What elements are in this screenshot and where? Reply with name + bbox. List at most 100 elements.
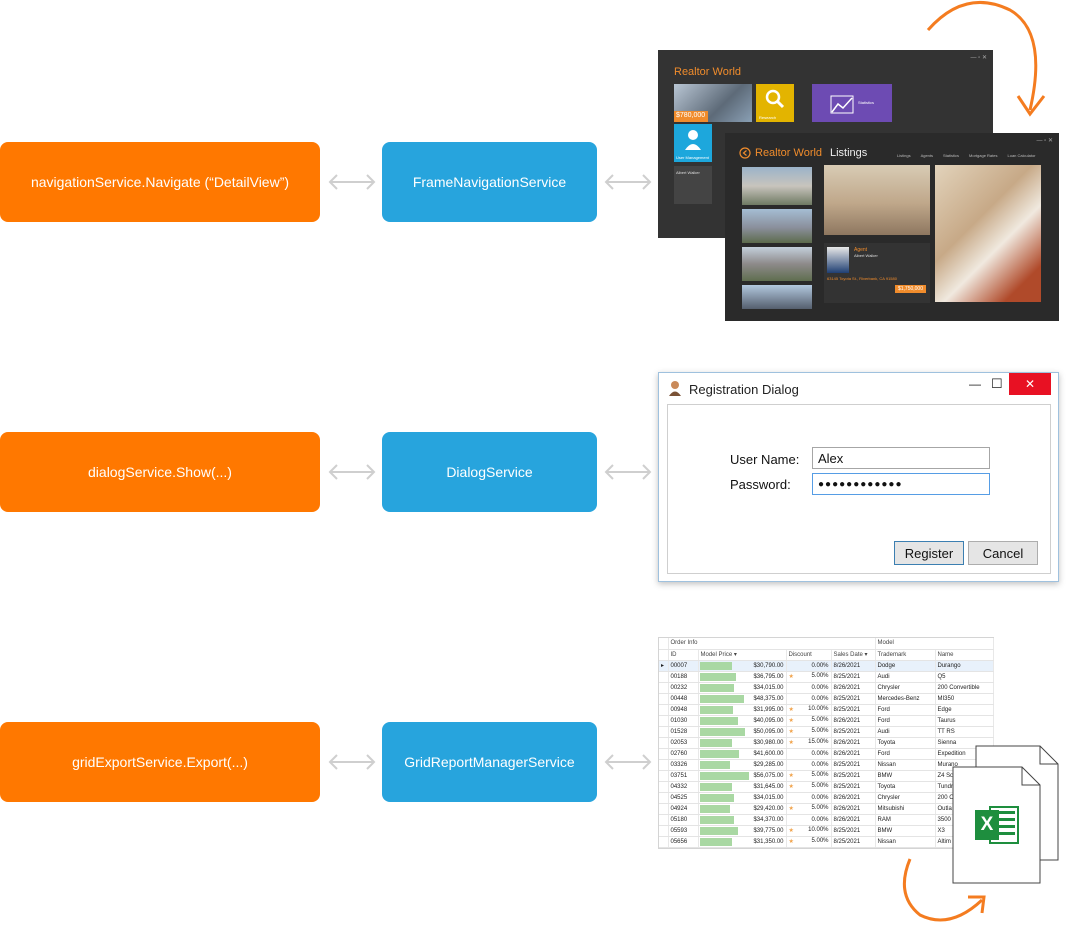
row-indicator: ▸ bbox=[659, 660, 669, 672]
star-icon: ★ bbox=[788, 674, 794, 680]
house-thumb[interactable] bbox=[742, 167, 812, 205]
nav-listings[interactable]: Listings bbox=[897, 153, 911, 158]
cell-discount: ★5.00% bbox=[786, 836, 832, 848]
cell-discount: 0.00% bbox=[786, 792, 832, 804]
cell-discount: 0.00% bbox=[786, 693, 832, 705]
column-header-trademark[interactable]: Trademark bbox=[875, 649, 936, 661]
row-indicator bbox=[659, 671, 669, 683]
grid-report-manager-service-box: GridReportManagerService bbox=[382, 722, 597, 802]
cell-discount: ★5.00% bbox=[786, 715, 832, 727]
cell-sales-date: 8/25/2021 bbox=[831, 825, 876, 837]
price-databar bbox=[699, 771, 750, 780]
navigate-call-box: navigationService.Navigate (“DetailView”… bbox=[0, 142, 320, 222]
grid-report-manager-service-label: GridReportManagerService bbox=[404, 754, 575, 770]
cell-id: 00948 bbox=[668, 704, 699, 716]
cell-id: 04332 bbox=[668, 781, 699, 793]
nav-agents[interactable]: Agents bbox=[920, 153, 934, 158]
cell-model-price: $34,370.00 bbox=[698, 814, 787, 826]
excel-letter: X bbox=[980, 814, 994, 835]
statistics-tile[interactable]: Statistics bbox=[812, 84, 892, 122]
cell-trademark: RAM bbox=[875, 814, 936, 826]
cell-id: 01528 bbox=[668, 726, 699, 738]
close-button[interactable]: ✕ bbox=[1009, 373, 1051, 395]
house-thumb[interactable] bbox=[742, 285, 812, 309]
cell-name: Edge bbox=[935, 704, 994, 716]
interior-photo bbox=[935, 165, 1041, 302]
price-databar bbox=[699, 760, 730, 769]
column-header-sales-date[interactable]: Sales Date ▾ bbox=[831, 649, 876, 661]
excel-icon: X bbox=[975, 806, 1019, 844]
export-call-box: gridExportService.Export(...) bbox=[0, 722, 320, 802]
cell-sales-date: 8/25/2021 bbox=[831, 693, 876, 705]
agent-avatar bbox=[827, 247, 849, 273]
password-field[interactable]: ●●●●●●●●●●●● bbox=[812, 473, 990, 495]
close-icon: ✕ bbox=[1024, 377, 1036, 391]
register-button[interactable]: Register bbox=[894, 541, 964, 565]
minimize-button[interactable]: — bbox=[969, 377, 981, 391]
maximize-button[interactable]: ☐ bbox=[991, 376, 1003, 391]
research-tile-label: Research bbox=[759, 115, 777, 120]
star-icon: ★ bbox=[788, 718, 794, 724]
research-tile[interactable]: Research bbox=[756, 84, 794, 122]
nav-loan-calculator[interactable]: Loan Calculator bbox=[1007, 153, 1036, 158]
star-icon: ★ bbox=[788, 828, 794, 834]
cell-discount: 0.00% bbox=[786, 682, 832, 694]
cell-name: 200 Convertible bbox=[935, 682, 994, 694]
price-databar bbox=[699, 826, 739, 835]
cell-id: 00232 bbox=[668, 682, 699, 694]
dialog-title: Registration Dialog bbox=[689, 382, 799, 397]
cell-id: 04525 bbox=[668, 792, 699, 804]
back-arrow-icon[interactable] bbox=[739, 147, 751, 159]
window-controls-icon: — ▫ ✕ bbox=[1036, 138, 1054, 144]
user-management-tile[interactable]: User Management bbox=[674, 124, 712, 162]
cell-model-price: $39,775.00 bbox=[698, 825, 787, 837]
cell-trademark: Dodge bbox=[875, 660, 936, 672]
cell-model-price: $56,075.00 bbox=[698, 770, 787, 782]
column-header-discount[interactable]: Discount bbox=[786, 649, 832, 661]
column-header-model-price[interactable]: Model Price ▾ bbox=[698, 649, 787, 661]
dialog-service-label: DialogService bbox=[446, 464, 533, 480]
row-indicator bbox=[659, 836, 669, 848]
cell-trademark: Mitsubishi bbox=[875, 803, 936, 815]
house-thumb[interactable] bbox=[742, 209, 812, 243]
listings-nav: Listings Agents Statistics Mortgage Rate… bbox=[897, 153, 1036, 158]
cell-discount: ★10.00% bbox=[786, 704, 832, 716]
username-field[interactable]: Alex bbox=[812, 447, 990, 469]
cancel-button[interactable]: Cancel bbox=[968, 541, 1038, 565]
row-indicator bbox=[659, 682, 669, 694]
cell-model-price: $30,790.00 bbox=[698, 660, 787, 672]
column-header-name[interactable]: Name bbox=[935, 649, 994, 661]
filter-icon[interactable]: ▾ bbox=[864, 652, 868, 658]
cell-sales-date: 8/25/2021 bbox=[831, 770, 876, 782]
cell-trademark: Toyota bbox=[875, 737, 936, 749]
price-tag: $780,000 bbox=[674, 111, 708, 122]
cell-name: TT RS bbox=[935, 726, 994, 738]
nav-statistics[interactable]: Statistics bbox=[943, 153, 960, 158]
cell-discount: ★5.00% bbox=[786, 770, 832, 782]
price-databar bbox=[699, 804, 730, 813]
nav-mortgage-rates[interactable]: Mortgage Rates bbox=[969, 153, 998, 158]
column-header-id[interactable]: ID bbox=[668, 649, 699, 661]
cell-model-price: $40,095.00 bbox=[698, 715, 787, 727]
cell-discount: ★5.00% bbox=[786, 781, 832, 793]
frame-navigation-service-label: FrameNavigationService bbox=[412, 174, 567, 190]
filter-icon[interactable]: ▾ bbox=[733, 652, 737, 658]
house-thumb[interactable] bbox=[742, 247, 812, 281]
